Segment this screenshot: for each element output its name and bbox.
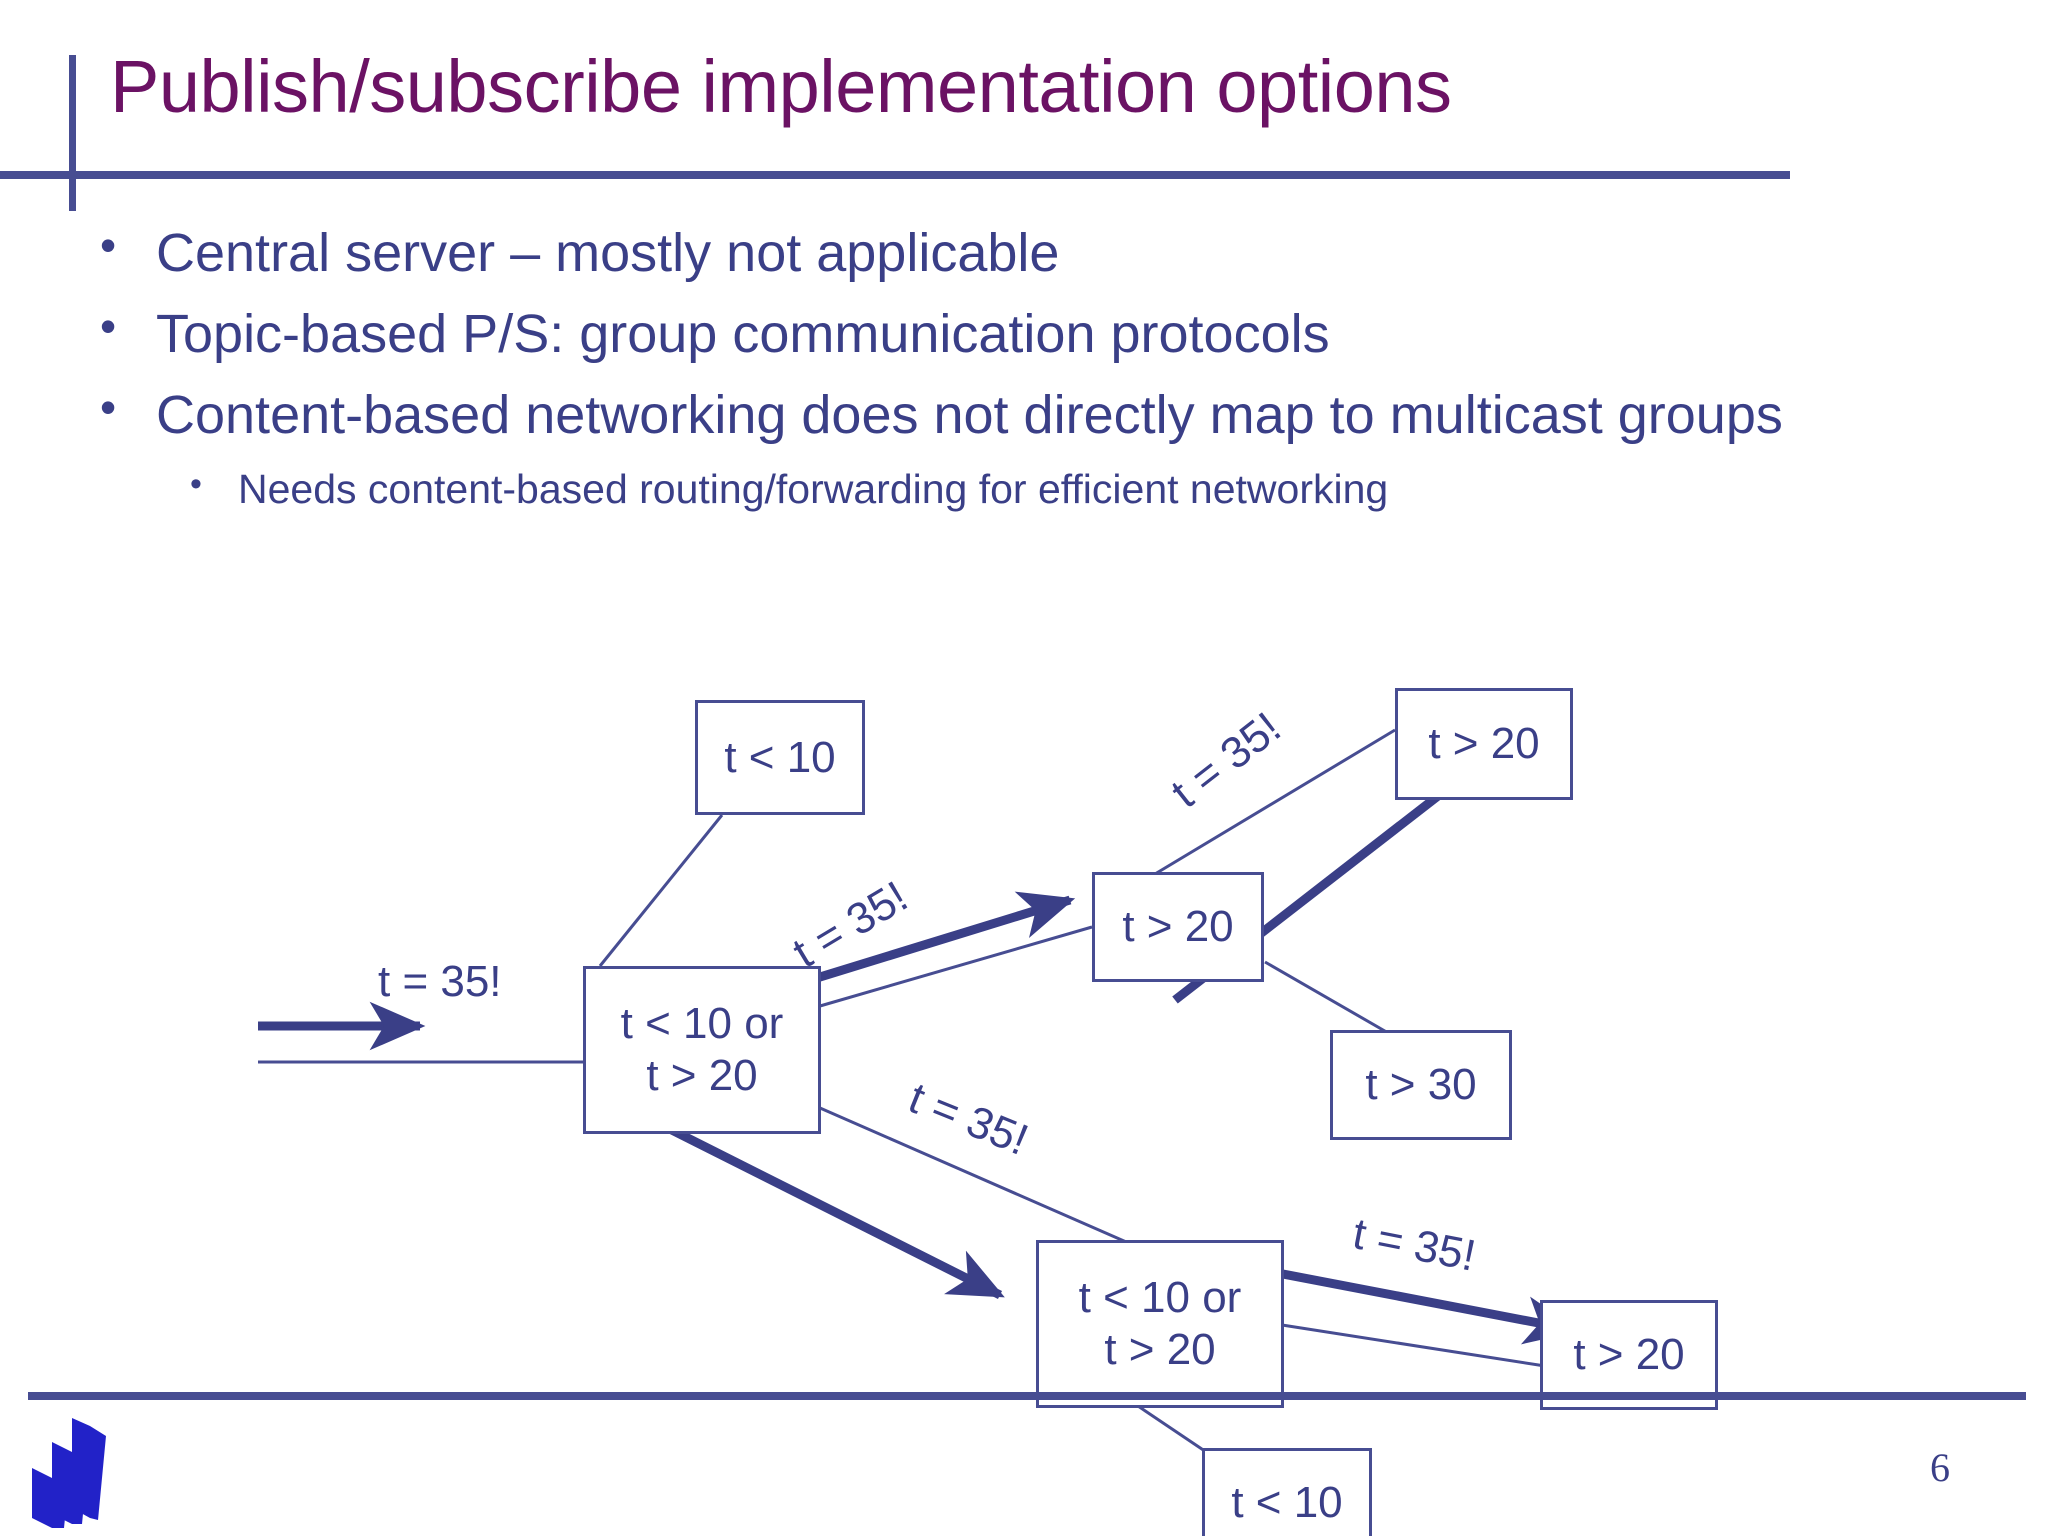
edge-sub-root-to-t-gt-20-bottom xyxy=(1281,1323,1546,1368)
bullet-item-1-label: Central server – mostly not applicable xyxy=(156,223,1060,283)
bullet-dot-icon: • xyxy=(100,381,117,433)
edge-root-to-t-lt-10-top xyxy=(598,814,724,967)
header-rule xyxy=(0,171,1790,179)
edge-label-subroot-to-bottom: t = 35! xyxy=(1348,1209,1480,1281)
page-number: 6 xyxy=(1930,1445,1950,1490)
bullet-dot-icon: • xyxy=(100,300,117,352)
institution-logo xyxy=(32,1418,106,1528)
bullet-dot-icon: • xyxy=(190,465,202,503)
node-t-gt-20-mid: t > 20 xyxy=(1092,872,1264,982)
bullet-item-1: • Central server – mostly not applicable xyxy=(100,218,1940,289)
node-t-gt-20-bottom: t > 20 xyxy=(1540,1300,1718,1410)
bullet-item-2: • Topic-based P/S: group communication p… xyxy=(100,299,1940,370)
bullet-list: • Central server – mostly not applicable… xyxy=(100,218,1940,517)
sub-bullet-item-1-label: Needs content-based routing/forwarding f… xyxy=(238,466,1389,512)
node-sub-root: t < 10 or t > 20 xyxy=(1036,1240,1284,1408)
bullet-item-3-label: Content-based networking does not direct… xyxy=(156,385,1783,445)
node-t-gt-20-topright: t > 20 xyxy=(1395,688,1573,800)
arrow-sub-root-to-t-gt-20-bottom xyxy=(1261,1265,1581,1345)
edge-label-mid-to-topright: t = 35! xyxy=(1162,702,1290,818)
edge-label-root-to-subroot: t = 35! xyxy=(901,1073,1035,1165)
edge-label-incoming: t = 35! xyxy=(378,957,502,1006)
node-t-lt-10-top: t < 10 xyxy=(695,700,865,815)
bullet-dot-icon: • xyxy=(100,219,117,271)
bullet-item-3: • Content-based networking does not dire… xyxy=(100,380,1940,451)
edge-label-root-to-mid: t = 35! xyxy=(784,871,916,978)
sub-bullet-item-1: • Needs content-based routing/forwarding… xyxy=(190,461,1940,517)
title-accent-vertical-line xyxy=(69,55,76,211)
node-t-lt-10-bottom: t < 10 xyxy=(1202,1448,1372,1536)
footer-rule xyxy=(28,1392,2026,1400)
node-t-gt-30: t > 30 xyxy=(1330,1030,1512,1140)
node-root: t < 10 or t > 20 xyxy=(583,966,821,1134)
page-title: Publish/subscribe implementation options xyxy=(110,45,1452,128)
bullet-item-2-label: Topic-based P/S: group communication pro… xyxy=(156,304,1330,364)
edge-mid-to-t-gt-30 xyxy=(1264,960,1391,1036)
